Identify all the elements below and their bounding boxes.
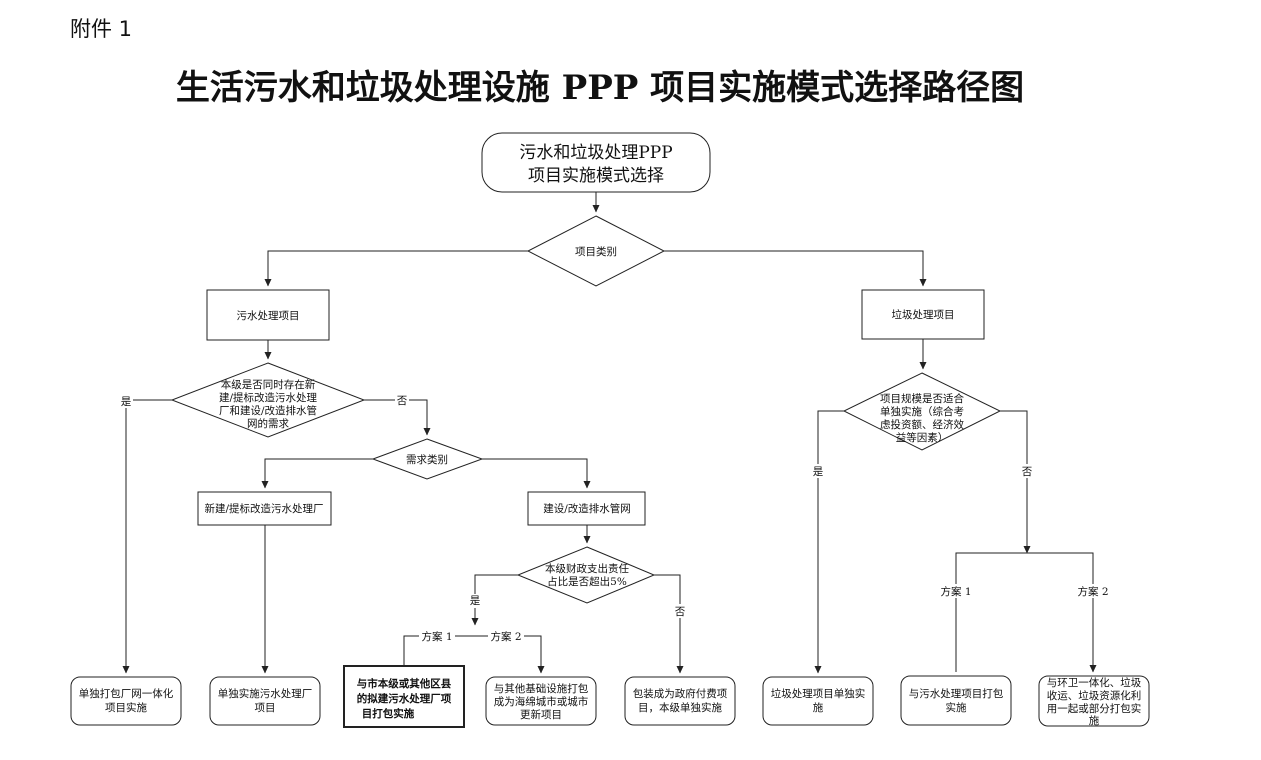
coexist-decision: 本级是否同时存在新 建/提标改造污水处理 厂和建设/改造排水管 网的需求 — [170, 362, 366, 438]
svg-text:益等因素）: 益等因素） — [896, 431, 949, 444]
svg-text:与市本级或其他区县: 与市本级或其他区县 — [357, 677, 452, 690]
outcome-plan2-sewage: 与其他基础设施打包 成为海绵城市或城市 更新项目 — [485, 676, 597, 726]
sewage-plan1-label: 方案 1 — [421, 630, 452, 643]
sewage-plan2-label: 方案 2 — [490, 630, 521, 643]
outcome-gov-pay: 包装成为政府付费项 目，本级单独实施 — [624, 676, 736, 726]
outcome-garbage-alone: 垃圾处理项目单独实 施 — [762, 676, 874, 726]
scale-yes-label: 是 — [813, 466, 824, 478]
svg-text:与环卫一体化、垃圾: 与环卫一体化、垃圾 — [1047, 676, 1142, 689]
svg-text:厂和建设/改造排水管: 厂和建设/改造排水管 — [219, 404, 317, 417]
svg-text:项目实施: 项目实施 — [105, 701, 147, 714]
scale-decision: 项目规模是否适合 单独实施（综合考 虑投资额、经济效 益等因素） — [842, 372, 1002, 451]
svg-text:建设/改造排水管网: 建设/改造排水管网 — [543, 502, 631, 515]
svg-text:施: 施 — [1089, 714, 1100, 727]
demand-type-decision: 需求类别 — [371, 438, 484, 480]
svg-text:包装成为政府付费项: 包装成为政府付费项 — [633, 687, 728, 700]
fiscal-decision: 本级财政支出责任 占比是否超出5% — [516, 546, 656, 604]
svg-text:垃圾处理项目: 垃圾处理项目 — [892, 308, 955, 321]
svg-text:的拟建污水处理厂项: 的拟建污水处理厂项 — [357, 692, 452, 705]
pipe-network-box: 建设/改造排水管网 — [527, 491, 646, 526]
svg-text:施: 施 — [813, 701, 824, 714]
outcome-garbage-plan2: 与环卫一体化、垃圾 收运、垃圾资源化利 用一起或部分打包实 施 — [1038, 675, 1150, 727]
svg-text:建/提标改造污水处理: 建/提标改造污水处理 — [219, 391, 318, 404]
svg-text:本级是否同时存在新: 本级是否同时存在新 — [221, 378, 316, 391]
annex-label: 附件 1 — [70, 17, 132, 41]
outcome-bundle-plant-network: 单独打包厂网一体化 项目实施 — [70, 676, 182, 726]
garbage-plan1-label: 方案 1 — [940, 585, 971, 598]
sewage-project-box: 污水处理项目 — [206, 289, 330, 341]
svg-text:网的需求: 网的需求 — [247, 417, 289, 430]
page-title: 生活污水和垃圾处理设施 PPP 项目实施模式选择路径图 — [176, 68, 1024, 108]
svg-text:收运、垃圾资源化利: 收运、垃圾资源化利 — [1047, 689, 1142, 702]
svg-text:垃圾处理项目单独实: 垃圾处理项目单独实 — [771, 687, 866, 700]
svg-text:占比是否超出5%: 占比是否超出5% — [547, 575, 627, 588]
svg-text:单独实施污水处理厂: 单独实施污水处理厂 — [218, 687, 313, 700]
svg-text:目打包实施: 目打包实施 — [362, 707, 415, 720]
svg-text:虑投资额、经济效: 虑投资额、经济效 — [880, 418, 964, 431]
coexist-no-label: 否 — [397, 395, 408, 407]
coexist-yes-label: 是 — [121, 396, 132, 408]
svg-text:项目类别: 项目类别 — [575, 245, 617, 258]
garbage-project-box: 垃圾处理项目 — [861, 289, 985, 340]
svg-text:污水处理项目: 污水处理项目 — [237, 310, 300, 322]
svg-text:单独实施（综合考: 单独实施（综合考 — [880, 405, 964, 418]
start-node: 污水和垃圾处理PPP 项目实施模式选择 — [481, 132, 711, 193]
svg-text:项目规模是否适合: 项目规模是否适合 — [880, 392, 964, 405]
svg-text:项目实施模式选择: 项目实施模式选择 — [528, 166, 664, 186]
svg-text:本级财政支出责任: 本级财政支出责任 — [545, 562, 629, 575]
svg-text:用一起或部分打包实: 用一起或部分打包实 — [1047, 702, 1142, 715]
project-type-decision: 项目类别 — [526, 215, 666, 287]
outcome-plan1-sewage: 与市本级或其他区县 的拟建污水处理厂项 目打包实施 — [343, 665, 465, 728]
svg-text:更新项目: 更新项目 — [520, 708, 562, 721]
garbage-plan2-label: 方案 2 — [1077, 585, 1108, 598]
new-plant-box: 新建/提标改造污水处理厂 — [197, 491, 332, 526]
svg-text:项目: 项目 — [255, 702, 276, 714]
svg-text:污水和垃圾处理PPP: 污水和垃圾处理PPP — [519, 143, 672, 163]
svg-text:目，本级单独实施: 目，本级单独实施 — [638, 701, 722, 714]
svg-text:需求类别: 需求类别 — [406, 453, 448, 466]
svg-text:实施: 实施 — [946, 701, 967, 714]
outcome-garbage-plan1: 与污水处理项目打包 实施 — [900, 675, 1012, 726]
svg-text:与其他基础设施打包: 与其他基础设施打包 — [494, 682, 589, 695]
svg-text:新建/提标改造污水处理厂: 新建/提标改造污水处理厂 — [204, 502, 323, 515]
outcome-plant-alone: 单独实施污水处理厂 项目 — [209, 676, 321, 726]
scale-no-label: 否 — [1022, 466, 1033, 478]
svg-text:单独打包厂网一体化: 单独打包厂网一体化 — [79, 687, 174, 700]
svg-text:成为海绵城市或城市: 成为海绵城市或城市 — [494, 695, 589, 708]
fiscal-yes-label: 是 — [470, 595, 481, 607]
svg-text:与污水处理项目打包: 与污水处理项目打包 — [909, 687, 1004, 700]
fiscal-no-label: 否 — [675, 606, 686, 618]
